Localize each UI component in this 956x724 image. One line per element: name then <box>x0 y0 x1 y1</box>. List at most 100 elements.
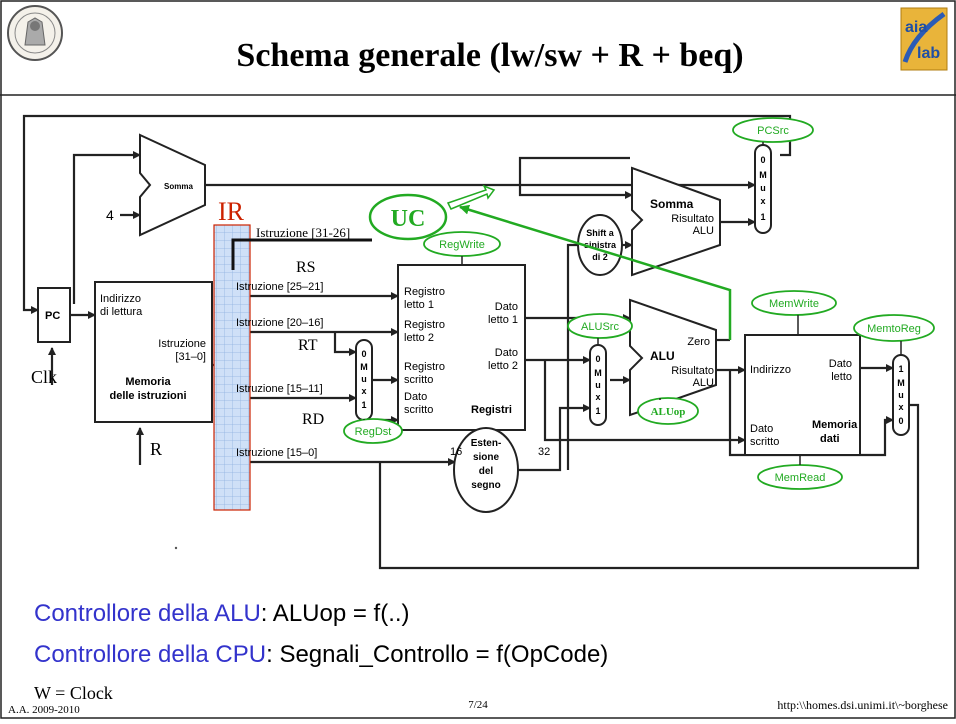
signal-labels: PCSrc RegWrite ALUSrc RegDst ALUop MemWr… <box>355 125 921 484</box>
imem-addr-1: Indirizzo <box>100 293 141 305</box>
memtoreg-mux-l3: x <box>898 402 903 412</box>
signal-pcsrc-label: PCSrc <box>757 125 789 137</box>
footer-year: A.A. 2009-2010 <box>8 704 80 716</box>
imem-name-2: delle istruzioni <box>109 390 186 402</box>
signal-memtoreg <box>853 314 935 342</box>
pcsrc-mux-l1: M <box>759 170 767 180</box>
regs-r1a: Registro <box>404 286 445 298</box>
regdst-mux-l4: 1 <box>361 400 366 410</box>
regs-wra: Registro <box>404 361 445 373</box>
pcsrc-mux-l4: 1 <box>760 212 765 222</box>
footer-page: 7/24 <box>468 699 488 711</box>
pcsrc-mux-l0: 0 <box>760 155 765 165</box>
regs-r2b: letto 2 <box>404 332 434 344</box>
signal-pcsrc <box>732 117 814 143</box>
regdst-mux-l2: u <box>361 374 367 384</box>
alusrc-mux-l0: 0 <box>595 354 600 364</box>
alu-zero: Zero <box>687 336 710 348</box>
regs-name: Registri <box>471 404 512 416</box>
page-title: Schema generale (lw/sw + R + beq) <box>236 37 743 74</box>
signal-alusrc <box>567 313 633 339</box>
stray-dot <box>174 546 178 550</box>
note-line-2-label: Controllore della CPU <box>34 641 266 668</box>
bits-16: 16 <box>450 446 462 458</box>
branch-adder <box>631 166 721 277</box>
memtoreg-mux-l2: u <box>898 390 904 400</box>
instruction-register <box>213 224 251 511</box>
zero-to-uc-wire <box>459 204 732 340</box>
memtoreg-mux-l4: 0 <box>898 416 903 426</box>
branch-adder-c: ALU <box>693 225 714 237</box>
regs-r2a: Registro <box>404 319 445 331</box>
sext-a: Esten- <box>471 438 502 449</box>
sext-c: del <box>479 466 494 477</box>
control-unit <box>368 193 448 241</box>
shift-c: di 2 <box>592 252 608 262</box>
regdst-mux-letters: 0 M u x 1 <box>360 349 368 410</box>
program-counter <box>37 287 71 343</box>
field-15-11: Istruzione [15–11] <box>236 383 323 395</box>
imem-instr-2: [31–0] <box>175 351 206 363</box>
const-four: 4 <box>106 207 114 223</box>
regs-wda: Dato <box>404 391 427 403</box>
imem-addr-2: di lettura <box>100 306 143 318</box>
dmem-name-1: Memoria <box>812 419 858 431</box>
pc-adder-label: Somma <box>164 182 193 191</box>
control-signals <box>343 117 935 490</box>
pc-label: PC <box>45 310 60 322</box>
regs-wdb: scritto <box>404 404 433 416</box>
regs-d2b: letto 2 <box>488 360 518 372</box>
uc-output-arrow <box>446 184 496 210</box>
signal-aluop <box>637 397 699 425</box>
regs-d1b: letto 1 <box>488 314 518 326</box>
note-line-1: Controllore della ALU: ALUop = f(..) <box>34 600 410 627</box>
alusrc-mux-letters: 0 M u x 1 <box>594 354 602 416</box>
signal-regdst <box>343 418 403 444</box>
memtoreg-mux-l1: M <box>897 378 905 388</box>
notes: Controllore della ALU: ALUop = f(..) Con… <box>34 600 608 668</box>
note-line-2-rest: : Segnali_Controllo = f(OpCode) <box>266 641 608 668</box>
footer-url: http:\\homes.dsi.unimi.it\~borghese <box>777 698 948 712</box>
ir-label: IR <box>218 197 245 226</box>
clk-label: Clk <box>31 367 57 387</box>
dmem-rd1: Dato <box>829 358 852 370</box>
note-clock: W = Clock <box>34 683 113 703</box>
uc-label: UC <box>391 206 426 232</box>
branch-adder-b: Risultato <box>671 213 714 225</box>
instruction-memory <box>94 281 213 423</box>
opcode-label: Istruzione [31-26] <box>256 225 350 240</box>
read-label: R <box>150 439 162 459</box>
register-file <box>397 264 526 431</box>
data-memory <box>744 334 861 456</box>
rd-label: RD <box>302 411 324 428</box>
dmem-wd1: Dato <box>750 423 773 435</box>
pcsrc-mux-letters: 0 M u x 1 <box>759 155 767 222</box>
branch-adder-a: Somma <box>650 197 694 211</box>
field-20-16: Istruzione [20–16] <box>236 317 323 329</box>
regs-r1b: letto 1 <box>404 299 434 311</box>
shift-left-2 <box>577 214 623 276</box>
dmem-addr: Indirizzo <box>750 364 791 376</box>
rs-label: RS <box>296 259 316 276</box>
imem-instr-1: Istruzione <box>158 338 206 350</box>
alusrc-mux-l3: x <box>595 392 600 402</box>
dmem-rd2: letto <box>831 371 852 383</box>
imem-name-1: Memoria <box>125 376 171 388</box>
signal-memwrite <box>751 290 837 316</box>
alu-name: ALU <box>650 349 675 363</box>
signal-regdst-label: RegDst <box>355 426 392 438</box>
signal-memtoreg-label: MemtoReg <box>867 323 921 335</box>
shift-labels: Shift a sinistra di 2 <box>584 228 617 262</box>
signal-memwrite-label: MemWrite <box>769 298 819 310</box>
note-line-2: Controllore della CPU: Segnali_Controllo… <box>34 641 608 668</box>
alusrc-mux-l1: M <box>594 368 602 378</box>
pcsrc-mux-l3: x <box>760 196 765 206</box>
sign-extend <box>453 427 519 513</box>
alu <box>629 298 717 417</box>
sext-d: segno <box>471 480 500 491</box>
sign-extend-labels: Esten- sione del segno <box>471 438 502 491</box>
note-line-1-rest: : ALUop = f(..) <box>261 600 410 627</box>
memtoreg-mux-letters: 1 M u x 0 <box>897 364 905 426</box>
